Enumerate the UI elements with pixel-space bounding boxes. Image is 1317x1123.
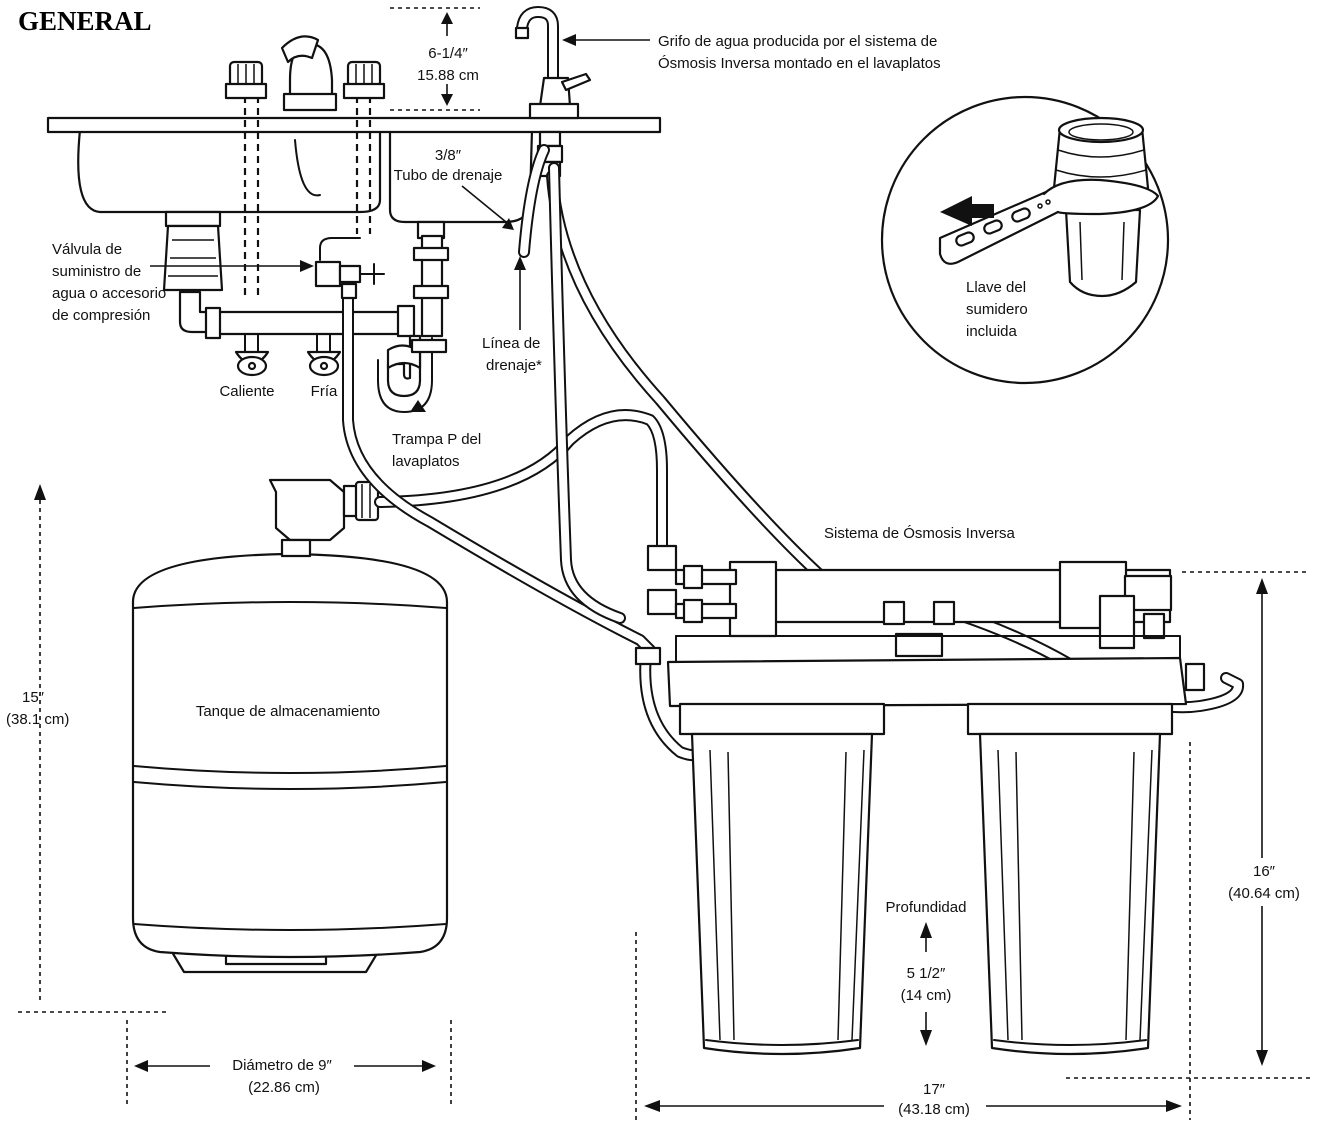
label-wrench-3: incluida bbox=[966, 323, 1018, 340]
label-system-height-cm: (40.64 cm) bbox=[1228, 885, 1300, 902]
label-tank-height-cm: (38.1 cm) bbox=[6, 711, 69, 728]
section-heading: GENERAL bbox=[18, 6, 152, 36]
label-tank: Tanque de almacenamiento bbox=[196, 703, 380, 720]
ro-system bbox=[634, 544, 1206, 1056]
label-valve-1: Válvula de bbox=[52, 241, 122, 258]
label-hot: Caliente bbox=[219, 383, 274, 400]
label-faucet-height-cm: 15.88 cm bbox=[417, 67, 479, 84]
label-faucet-height-in: 6-1/4″ bbox=[428, 45, 468, 62]
label-tank-height-in: 15″ bbox=[22, 689, 45, 706]
ro-faucet bbox=[514, 6, 592, 178]
label-system-height-in: 16″ bbox=[1253, 863, 1276, 880]
label-depth-title: Profundidad bbox=[886, 899, 967, 916]
label-wrench-1: Llave del bbox=[966, 279, 1026, 296]
label-tank-diameter-cm: (22.86 cm) bbox=[248, 1079, 320, 1096]
label-drain-line-2: drenaje* bbox=[486, 357, 542, 374]
label-depth-cm: (14 cm) bbox=[901, 987, 952, 1004]
label-depth-in: 5 1/2″ bbox=[907, 965, 946, 982]
label-drain-tube: Tubo de drenaje bbox=[394, 167, 503, 184]
label-tank-diameter: Diámetro de 9″ bbox=[232, 1057, 332, 1074]
label-system-width-cm: (43.18 cm) bbox=[898, 1101, 970, 1118]
sump-wrench-inset bbox=[880, 95, 1170, 385]
label-ro-system: Sistema de Ósmosis Inversa bbox=[824, 525, 1016, 542]
label-wrench-2: sumidero bbox=[966, 301, 1028, 318]
label-faucet-2: Ósmosis Inversa montado en el lavaplatos bbox=[658, 55, 941, 72]
leader-lines bbox=[150, 34, 650, 330]
label-valve-3: agua o accesorio bbox=[52, 285, 166, 302]
supply-valve bbox=[314, 260, 385, 300]
sink-faucet bbox=[224, 35, 386, 112]
storage-tank bbox=[131, 478, 449, 974]
label-cold: Fría bbox=[311, 383, 338, 400]
label-drain-line-1: Línea de bbox=[482, 335, 540, 352]
label-drain-tube-size: 3/8″ bbox=[435, 147, 462, 164]
label-p-trap-2: lavaplatos bbox=[392, 453, 460, 470]
label-valve-4: de compresión bbox=[52, 307, 150, 324]
label-p-trap-1: Trampa P del bbox=[392, 431, 481, 448]
label-system-width-in: 17″ bbox=[923, 1081, 946, 1098]
labels: Grifo de agua producida por el sistema d… bbox=[6, 33, 1300, 1118]
label-faucet-1: Grifo de agua producida por el sistema d… bbox=[658, 33, 937, 50]
label-valve-2: suministro de bbox=[52, 263, 141, 280]
dimension-lines bbox=[18, 7, 1310, 1120]
